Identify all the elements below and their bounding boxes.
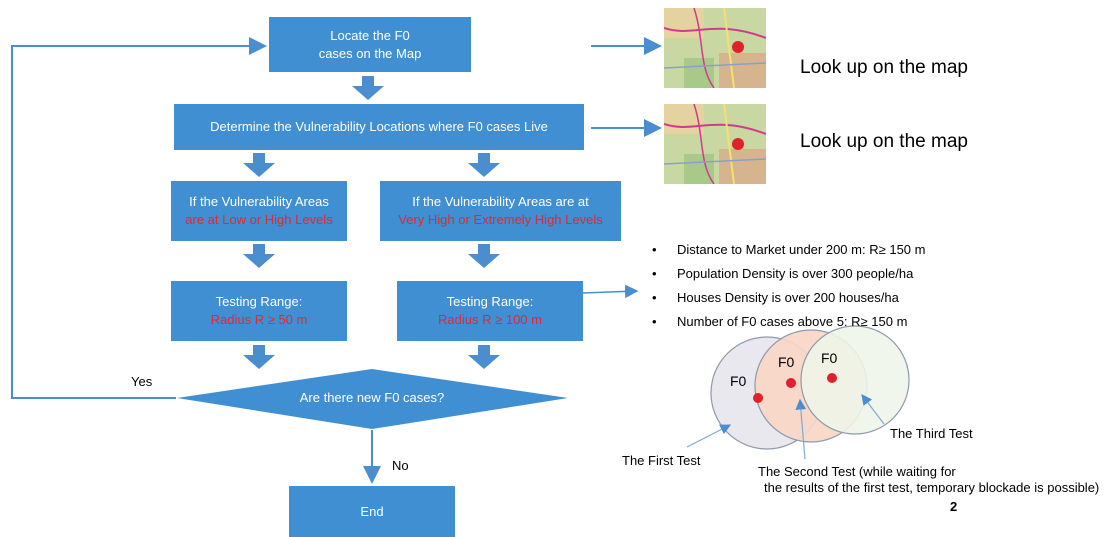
yes-label: Yes [131, 374, 153, 389]
block-arrow-3 [468, 153, 500, 177]
criteria-item: Distance to Market under 200 m: R≥ 150 m [652, 238, 925, 262]
decision-diamond [177, 369, 568, 429]
yes-loop-connector [11, 37, 267, 399]
map-label-1: Look up on the map [800, 57, 968, 78]
decision-label: Are there new F0 cases? [299, 390, 445, 405]
block-arrow-5 [468, 244, 500, 268]
no-label: No [392, 458, 409, 473]
locate-f0-box: Locate the F0 cases on the Map [269, 17, 471, 72]
left-range-box: Testing Range: Radius R ≥ 50 m [171, 281, 347, 341]
right-range-box: Testing Range: Radius R ≥ 100 m [397, 281, 583, 341]
third-test-pointer [861, 394, 885, 425]
f0-label-3: F0 [821, 350, 838, 366]
second-test-pointer [795, 398, 807, 460]
criteria-item: Houses Density is over 200 houses/ha [652, 286, 925, 310]
left-range-line-1: Testing Range: [215, 294, 303, 309]
map-thumbnail-2 [664, 104, 766, 184]
f0-label-1: F0 [730, 373, 747, 389]
locate-line-2: cases on the Map [318, 45, 422, 61]
right-range-line-2: Radius R ≥ 100 m [438, 312, 542, 327]
determine-locations-box: Determine the Vulnerability Locations wh… [174, 104, 584, 150]
f0-dot-2 [786, 378, 796, 388]
third-test-circle [800, 325, 910, 435]
left-condition-line-2: are at Low or High Levels [185, 212, 333, 227]
right-condition-box: If the Vulnerability Areas are at Very H… [380, 181, 621, 241]
criteria-list: Distance to Market under 200 m: R≥ 150 m… [652, 238, 925, 334]
right-range-line-1: Testing Range: [446, 294, 534, 309]
first-test-pointer [686, 424, 732, 448]
f0-dot-3 [827, 373, 837, 383]
third-test-label: The Third Test [890, 426, 973, 441]
block-arrow-1 [352, 76, 384, 100]
right-condition-line-1: If the Vulnerability Areas are at [412, 194, 589, 209]
left-range-line-2: Radius R ≥ 50 m [210, 312, 308, 327]
first-test-label: The First Test [622, 453, 701, 468]
page-number: 2 [950, 499, 958, 514]
second-test-line-2: the results of the first test, temporary… [764, 480, 1100, 495]
block-arrow-2 [243, 153, 275, 177]
map-thumbnail-1 [664, 8, 766, 88]
second-test-line-1: The Second Test (while waiting for [758, 464, 956, 479]
end-box: End [289, 486, 455, 537]
map-label-2: Look up on the map [800, 131, 968, 152]
block-arrow-4 [243, 244, 275, 268]
block-arrow-6 [243, 345, 275, 369]
determine-label: Determine the Vulnerability Locations wh… [210, 119, 548, 134]
f0-dot-1 [753, 393, 763, 403]
f0-label-2: F0 [778, 354, 795, 370]
end-label: End [360, 503, 384, 519]
right-condition-line-2: Very High or Extremely High Levels [398, 212, 603, 227]
criteria-item: Population Density is over 300 people/ha [652, 262, 925, 286]
locate-line-1: Locate the F0 [330, 27, 410, 43]
left-condition-line-1: If the Vulnerability Areas [189, 194, 329, 209]
left-condition-box: If the Vulnerability Areas are at Low or… [171, 181, 347, 241]
second-test-label: The Second Test (while waiting for the r… [758, 464, 1099, 496]
criteria-connector [582, 284, 639, 299]
block-arrow-7 [468, 345, 500, 369]
criteria-item: Number of F0 cases above 5: R≥ 150 m [652, 310, 925, 334]
